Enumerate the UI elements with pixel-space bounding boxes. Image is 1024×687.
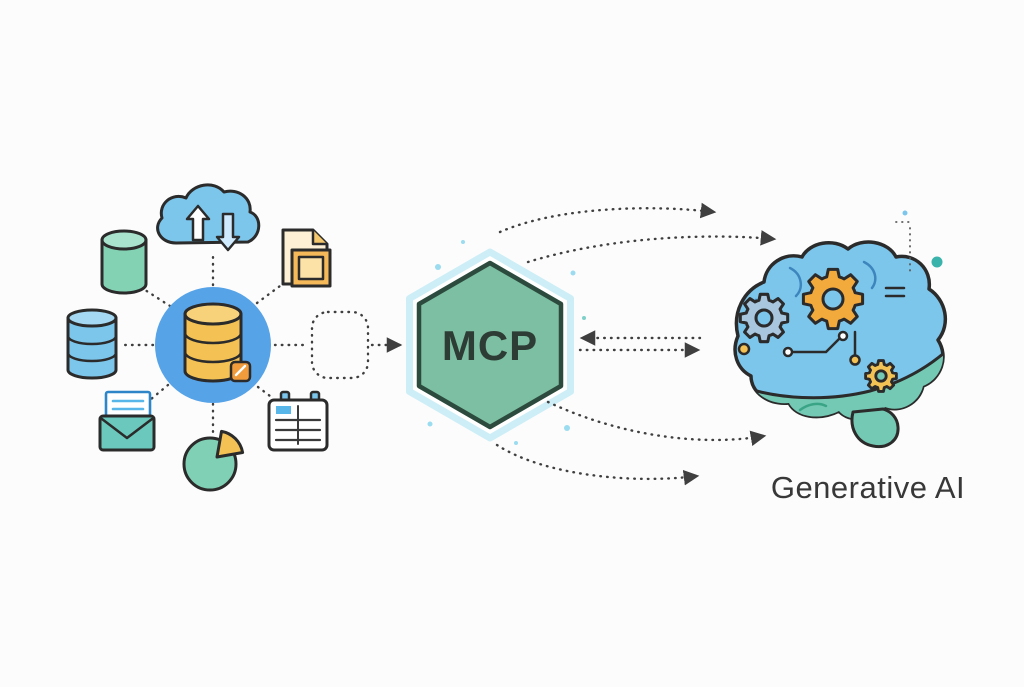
menu-lines-detail: [884, 286, 906, 298]
hub-connector-line: [140, 286, 172, 308]
arrow-mcp-to-ai-upper: [526, 230, 777, 264]
brain-stem: [850, 407, 900, 449]
hub-connector-line: [148, 383, 170, 402]
mcp-label: MCP: [442, 322, 538, 369]
circuit-details: [737, 286, 906, 366]
gear-icon-large: [801, 267, 865, 331]
documents-icon: [281, 228, 332, 288]
brain-teal-fold-line: [798, 402, 828, 412]
teal-dot: [931, 256, 943, 268]
database-cylinder-icon: [100, 229, 148, 295]
arrow-mcp-to-ai-bottom: [495, 443, 700, 486]
edit-badge-icon: [229, 360, 252, 383]
circuit-node-dot-yellow: [737, 342, 751, 356]
circuit-line: [788, 336, 842, 354]
connector-port-outline: [310, 310, 370, 380]
hub-connector-line: [256, 385, 276, 401]
data-hub: [155, 287, 271, 403]
circuit-node-dot-yellow: [849, 354, 861, 366]
mcp-ai-arrows: [495, 202, 777, 486]
spreadsheet-icon: [267, 390, 329, 452]
blue-dot: [902, 210, 908, 216]
mcp-hexagon: MCP: [406, 248, 574, 442]
email-icon: [98, 390, 156, 452]
particle-dots: [427, 240, 586, 445]
arrow-mcp-to-ai-lower: [546, 400, 767, 446]
brain-teal-band: [735, 352, 946, 419]
brain-band-divider: [735, 351, 945, 400]
mcp-hexagon-shape: [416, 260, 564, 430]
data-sources-cluster: [66, 183, 332, 492]
arrow-mcp-to-ai-top: [498, 202, 717, 234]
hub-connector-lines: [122, 251, 282, 434]
circuit-node-dot: [782, 346, 794, 358]
brain-icon: [733, 240, 947, 449]
upload-arrow-icon: [185, 204, 211, 242]
download-arrow-icon: [215, 212, 241, 252]
floating-details: [895, 210, 943, 277]
generative-ai-label: Generative AI: [771, 470, 965, 505]
database-stack-icon: [66, 308, 118, 380]
gear-icon-small: [864, 359, 898, 393]
circuit-node-dot: [837, 330, 849, 342]
pie-chart-icon: [182, 429, 245, 492]
hub-connector-line: [255, 284, 282, 305]
spreadsheet-header-cell: [276, 406, 291, 414]
data-hub-database-icon: [183, 302, 252, 383]
gear-icon-medium: [738, 292, 790, 344]
cloud-sync-icon: [156, 183, 261, 252]
